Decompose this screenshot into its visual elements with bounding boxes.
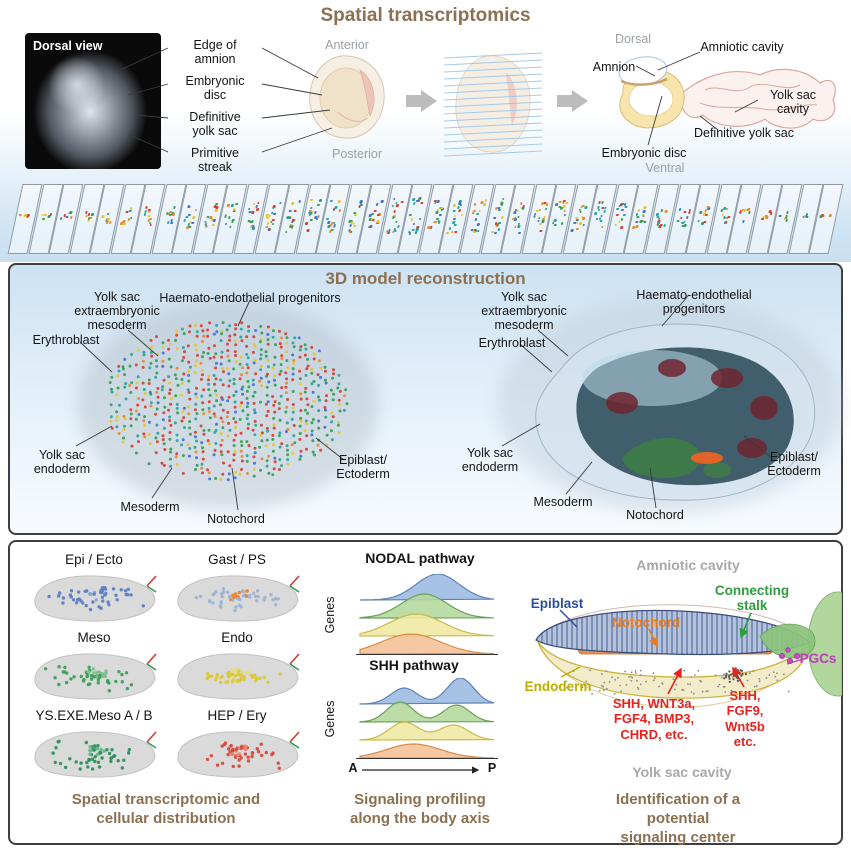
label-embryonic-disc-sagittal: Embryonic disc: [601, 146, 687, 160]
thumbnail-meso: [34, 653, 157, 700]
panel-label-hep-ery: HEP / Ery: [207, 708, 267, 723]
genes-axis-label-shh: Genes: [323, 700, 337, 738]
thumbnail-endo: [177, 653, 300, 700]
label-epiblast: Epiblast: [530, 596, 584, 611]
photo-caption: Dorsal view: [33, 39, 103, 53]
embryo-slicing-illustration: [443, 52, 543, 157]
label-ys-endoderm-right: Yolk sac endoderm: [461, 446, 519, 474]
embryo-illustration-dorsal: [309, 55, 385, 139]
label-notochord-left: Notochord: [207, 512, 265, 526]
label-mesoderm-left: Mesoderm: [120, 500, 180, 514]
label-endoderm: Endoderm: [524, 679, 592, 694]
panel-label-epi-ecto: Epi / Ecto: [65, 552, 123, 567]
pointcloud-3d-model: [108, 321, 349, 482]
caption-signaling-center: Identification of a potential signaling …: [615, 791, 741, 846]
arrow-right-icon: [406, 90, 437, 112]
thumbnail-hep-ery: [177, 731, 300, 778]
caption-signaling-profiling: Signaling profiling along the body axis: [349, 791, 491, 827]
label-amnion: Amnion: [592, 60, 636, 74]
shh-ridgeline-plot: [356, 678, 498, 759]
axis-posterior-label: P: [487, 761, 497, 775]
label-connecting-stalk: Connecting stalk: [714, 583, 790, 614]
label-mesoderm-right: Mesoderm: [533, 495, 593, 509]
arrow-right-icon: [557, 90, 588, 112]
thumbnail-gast-ps: [177, 575, 300, 622]
label-posterior: Posterior: [331, 147, 383, 161]
surface-3d-model: [535, 323, 816, 501]
label-edge-of-amnion: Edge of amnion: [193, 38, 237, 66]
nodal-pathway-title: NODAL pathway: [365, 550, 475, 566]
label-notochord-right: Notochord: [626, 508, 684, 522]
label-definitive-yolk-sac: Definitive yolk sac: [189, 110, 241, 138]
panel-label-ys-exe-meso: YS.EXE.Meso A / B: [35, 708, 153, 723]
thumbnail-epi-ecto: [34, 575, 157, 622]
axis-anterior-label: A: [348, 761, 358, 775]
label-ys-endoderm-left: Yolk sac endoderm: [33, 448, 91, 476]
label-ys-exe-mesoderm-right: Yolk sac extraembryonic mesoderm: [481, 290, 567, 332]
label-epiblast-ectoderm-left: Epiblast/ Ectoderm: [336, 453, 390, 481]
nodal-ridgeline-plot: [356, 574, 498, 655]
label-yolk-sac-cavity-schematic: Yolk sac cavity: [632, 764, 732, 780]
label-haemato-right: Haemato-endothelial progenitors: [636, 288, 752, 316]
label-dorsal: Dorsal: [614, 32, 652, 46]
panel-label-gast-ps: Gast / PS: [208, 552, 266, 567]
label-embryonic-disc: Embryonic disc: [185, 74, 245, 102]
label-epiblast-ectoderm-right: Epiblast/ Ectoderm: [767, 450, 821, 478]
label-ventral: Ventral: [645, 161, 685, 175]
label-signaling-genes-left: SHH, WNT3a, FGF4, BMP3, CHRD, etc.: [612, 696, 696, 742]
label-amniotic-cavity-schematic: Amniotic cavity: [636, 557, 740, 573]
panel-label-endo: Endo: [221, 630, 253, 645]
label-erythroblast-left: Erythroblast: [32, 333, 100, 347]
panel-label-meso: Meso: [77, 630, 111, 645]
shh-pathway-title: SHH pathway: [369, 657, 459, 673]
label-erythroblast-right: Erythroblast: [478, 336, 546, 350]
label-haemato-left: Haemato-endothelial progenitors: [159, 291, 341, 305]
label-notochord-schematic: Notochord: [611, 615, 681, 630]
label-anterior: Anterior: [325, 38, 369, 52]
reconstruction-title: 3D model reconstruction: [325, 269, 526, 288]
embryo-photo: Dorsal view: [25, 33, 161, 169]
caption-spatial-transcriptomic: Spatial transcriptomic and cellular dist…: [71, 791, 261, 827]
genes-axis-label-nodal: Genes: [323, 596, 337, 634]
label-yolk-sac-cavity: Yolk sac cavity: [769, 88, 817, 116]
label-definitive-yolk-sac-sagittal: Definitive yolk sac: [693, 126, 795, 140]
label-pgcs: PGCs: [799, 651, 837, 666]
label-primitive-streak: Primitive streak: [191, 146, 239, 174]
tissue-slice-strip: [7, 184, 844, 254]
label-ys-exe-mesoderm-left: Yolk sac extraembryonic mesoderm: [74, 290, 160, 332]
label-amniotic-cavity: Amniotic cavity: [700, 40, 784, 54]
label-signaling-genes-right: SHH, FGF9, Wnt5b etc.: [725, 688, 765, 749]
thumbnail-ys-exe-meso: [34, 731, 157, 778]
figure-title: Spatial transcriptomics: [320, 5, 531, 26]
